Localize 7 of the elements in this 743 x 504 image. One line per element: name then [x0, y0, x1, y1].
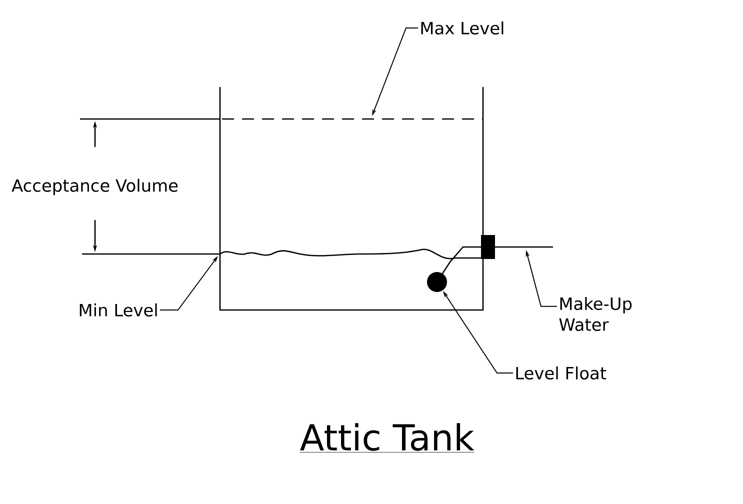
float-ball — [427, 272, 447, 292]
callout-label: Level Float — [516, 366, 606, 380]
callout-label: Min Level — [80, 303, 157, 317]
callout-label: Make-Up Water — [559, 296, 632, 331]
callout-label: Max Level — [421, 21, 504, 35]
title: Attic Tank — [300, 423, 474, 452]
dimension-label: Acceptance Volume — [12, 178, 178, 196]
